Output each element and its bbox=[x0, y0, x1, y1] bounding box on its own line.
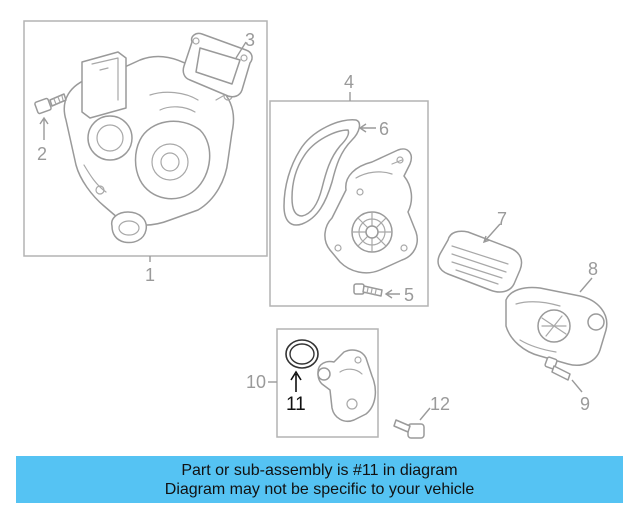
callout-2[interactable]: 2 bbox=[37, 144, 47, 164]
callout-9[interactable]: 9 bbox=[580, 394, 590, 414]
callout-11[interactable]: 11 bbox=[286, 394, 306, 415]
parts-diagram: 1 2 3 4 5 6 7 8 9 10 11 12 bbox=[23, 20, 608, 439]
callout-1[interactable]: 1 bbox=[145, 265, 155, 285]
water-pump-drawing bbox=[324, 148, 418, 274]
callout-3[interactable]: 3 bbox=[245, 30, 255, 50]
bolt-12-drawing bbox=[393, 419, 425, 439]
callout-4[interactable]: 4 bbox=[344, 72, 354, 92]
callout-8[interactable]: 8 bbox=[588, 259, 598, 279]
o-ring-11-drawing bbox=[285, 339, 319, 369]
group-4-box bbox=[269, 100, 429, 307]
info-banner: Part or sub-assembly is #11 in diagram D… bbox=[16, 456, 623, 503]
callout-5[interactable]: 5 bbox=[404, 285, 414, 305]
connector-10-drawing bbox=[317, 349, 377, 422]
bolt-9-drawing bbox=[544, 356, 571, 381]
callout-7[interactable]: 7 bbox=[497, 209, 507, 229]
callout-6[interactable]: 6 bbox=[379, 119, 389, 139]
part-11-arrow bbox=[290, 370, 302, 392]
banner-line-1: Part or sub-assembly is #11 in diagram bbox=[181, 462, 458, 479]
bolt-2-drawing bbox=[34, 93, 67, 115]
cover-7-drawing bbox=[437, 230, 523, 293]
callout-10[interactable]: 10 bbox=[246, 372, 266, 392]
thermostat-housing-drawing bbox=[63, 51, 235, 244]
housing-8-drawing bbox=[505, 286, 608, 366]
seal-6-drawing bbox=[283, 119, 361, 226]
group-10-box bbox=[276, 328, 379, 438]
banner-line-2: Diagram may not be specific to your vehi… bbox=[164, 481, 475, 498]
bolt-5-drawing bbox=[353, 283, 383, 297]
group-1-box bbox=[23, 20, 268, 257]
gasket-3-drawing bbox=[182, 32, 253, 98]
callout-12[interactable]: 12 bbox=[430, 394, 450, 414]
